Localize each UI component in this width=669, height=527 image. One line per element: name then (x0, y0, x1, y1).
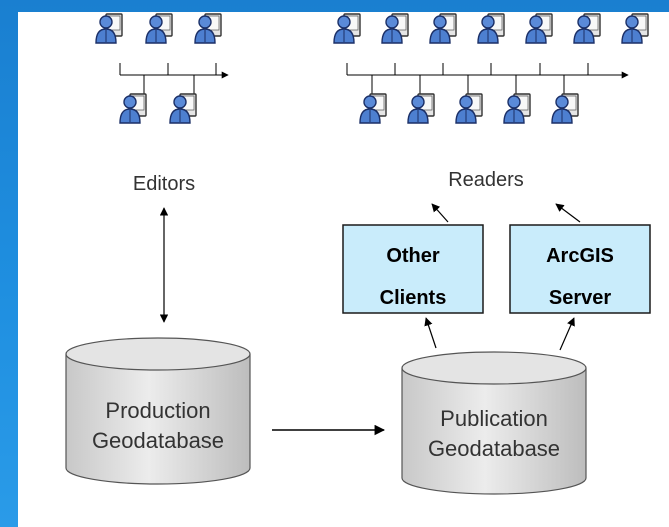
other-clients-to-readers-arrow (431, 203, 449, 223)
editor-user-icon (194, 13, 222, 44)
production-db-line1: Production (105, 398, 210, 423)
publication-db-line1: Publication (440, 406, 548, 431)
readers-network (333, 13, 649, 124)
reader-user-icon (573, 13, 601, 44)
production-geodatabase-cylinder: Production Geodatabase (65, 337, 251, 485)
reader-user-icon (455, 93, 483, 124)
reader-user-icon (381, 13, 409, 44)
arcgis-to-readers-arrow (555, 203, 581, 223)
editor-user-icon (145, 13, 173, 44)
other-clients-line1: Other (386, 245, 440, 267)
publication-geodatabase-cylinder: Publication Geodatabase (401, 351, 587, 495)
arcgis-server-line1: ArcGIS (546, 245, 614, 267)
other-clients-line2: Clients (380, 287, 447, 309)
editor-user-icon (95, 13, 123, 44)
editor-user-icon (119, 93, 147, 124)
other-clients-box: Other Clients (342, 224, 484, 314)
reader-user-icon (551, 93, 579, 124)
reader-user-icon (477, 13, 505, 44)
publication-to-arcgis-arrow (559, 317, 575, 351)
reader-user-icon (333, 13, 361, 44)
reader-user-icon (621, 13, 649, 44)
editors-label: Editors (133, 173, 195, 195)
reader-user-icon (525, 13, 553, 44)
publication-to-other-clients-arrow (424, 317, 437, 349)
readers-label: Readers (448, 169, 524, 191)
production-db-line2: Geodatabase (92, 428, 224, 453)
reader-user-icon (429, 13, 457, 44)
arcgis-server-box: ArcGIS Server (509, 224, 651, 314)
reader-user-icon (407, 93, 435, 124)
reader-user-icon (359, 93, 387, 124)
arcgis-server-line2: Server (549, 287, 611, 309)
editor-user-icon (169, 93, 197, 124)
editors-network (95, 13, 229, 124)
reader-user-icon (503, 93, 531, 124)
publication-db-line2: Geodatabase (428, 436, 560, 461)
